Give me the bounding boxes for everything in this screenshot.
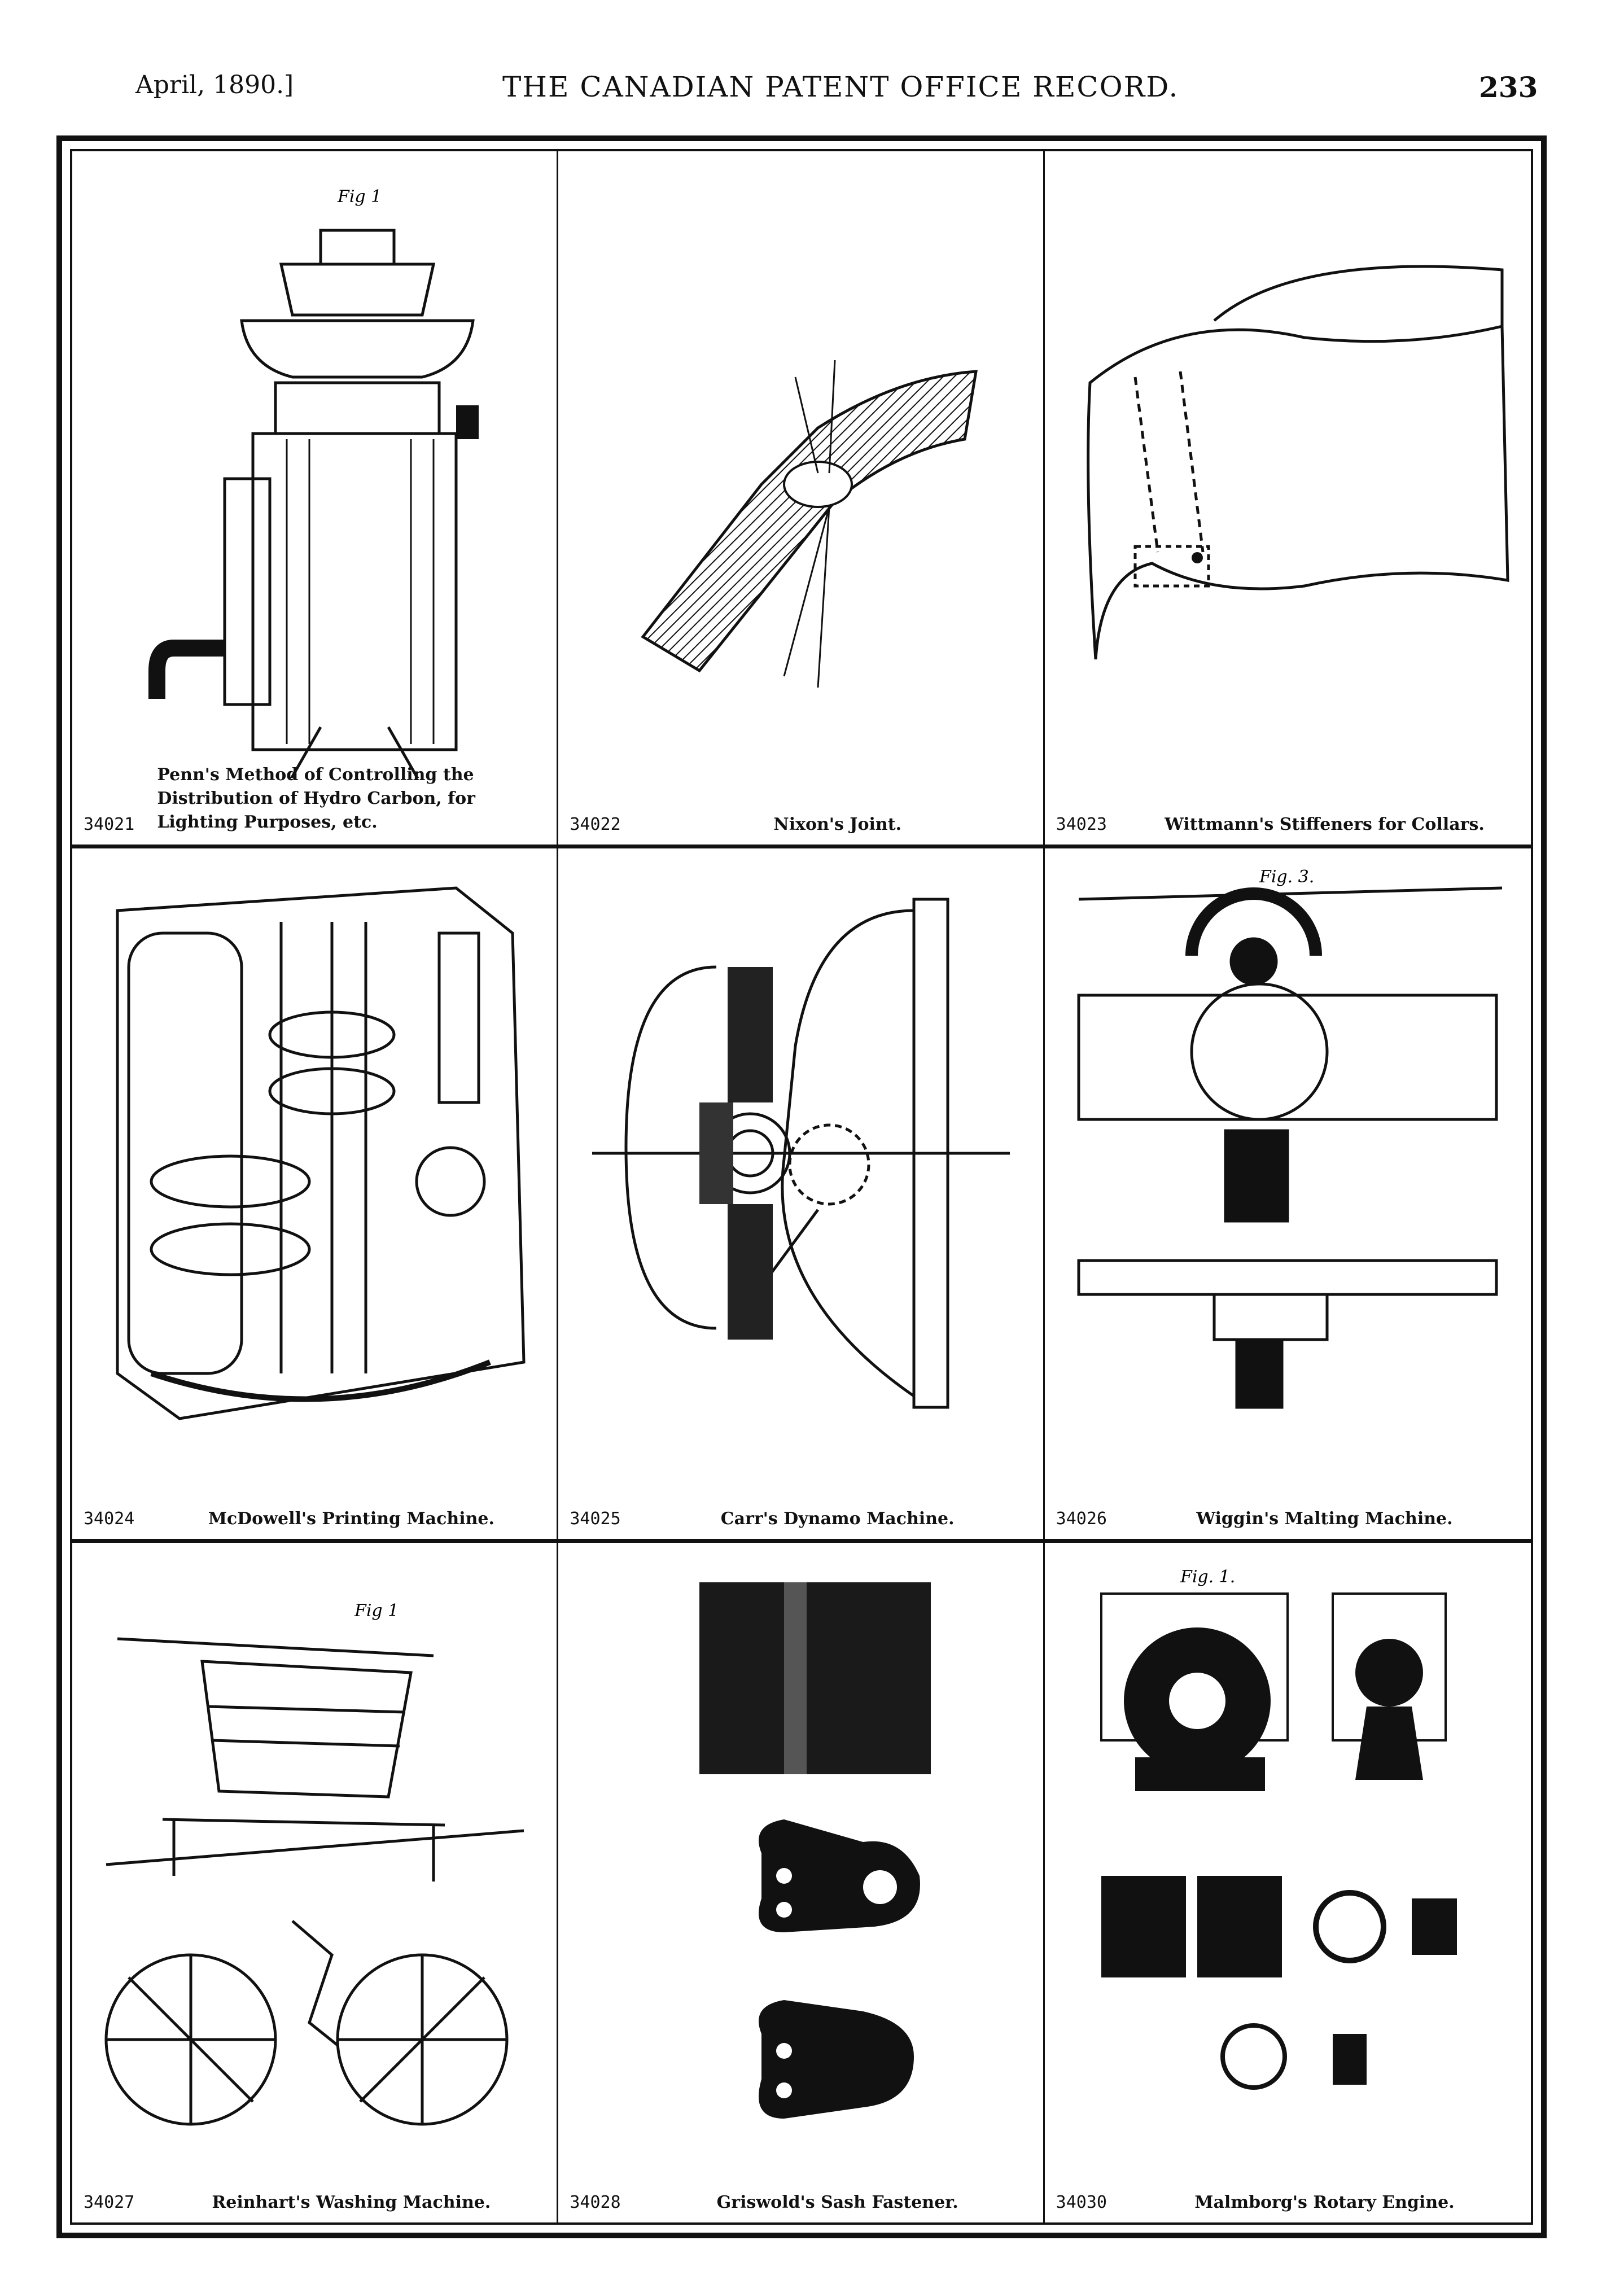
malting-machine-drawing: Fig. 3. xyxy=(1077,867,1502,1409)
patent-title: Reinhart's Washing Machine. xyxy=(212,2193,491,2212)
patent-number: 34030 xyxy=(1056,2193,1107,2212)
patent-number: 34024 xyxy=(84,1509,135,1529)
patent-title: Malmborg's Rotary Engine. xyxy=(1194,2193,1455,2212)
patent-cell: Fig. 3. 34026 Wiggin's Malting Machine. xyxy=(1044,848,1531,1543)
header-date: April, 1890.] xyxy=(135,71,294,99)
patent-title: Penn's Method of Controlling the Distrib… xyxy=(157,765,475,832)
rotary-engine-drawing: Fig. 1. xyxy=(1100,1567,1457,2090)
fig-label: Fig. 3. xyxy=(1259,867,1314,887)
patent-cell: 34025 Carr's Dynamo Machine. xyxy=(558,848,1045,1543)
patent-number: 34026 xyxy=(1056,1509,1107,1529)
sash-fastener-drawing xyxy=(699,1582,931,2119)
patent-title: Wiggin's Malting Machine. xyxy=(1196,1509,1453,1529)
patent-cell: Fig 1 34027 Reinhart's Washing Machine. xyxy=(72,1543,559,2222)
collar-drawing xyxy=(1086,265,1509,660)
fig-label: Fig 1 xyxy=(354,1601,399,1621)
joint-drawing xyxy=(641,360,978,688)
printing-machine-drawing xyxy=(116,886,526,1420)
patent-number: 34021 xyxy=(84,815,135,834)
patent-cell: Fig. 1. 34030 Malmborg's Rotary Engine. xyxy=(1045,1543,1531,2222)
patent-cell: 34022 Nixon's Joint. xyxy=(558,151,1045,848)
patent-cell: Fig 1 34021 Penn's Method of Controlling … xyxy=(72,151,559,848)
washing-machine-drawing: Fig 1 xyxy=(104,1601,524,2126)
patent-title: Griswold's Sash Fastener. xyxy=(716,2193,958,2212)
page-title: THE CANADIAN PATENT OFFICE RECORD. xyxy=(502,71,1179,103)
patent-cell: 34028 Griswold's Sash Fastener. xyxy=(558,1543,1045,2222)
patent-cell: 34024 McDowell's Printing Machine. xyxy=(72,848,559,1543)
patent-title: Wittmann's Stiffeners for Collars. xyxy=(1165,815,1485,834)
patent-plate-frame: Fig 1 34021 Penn's Method of Controlling … xyxy=(56,135,1547,2238)
fig-label: Fig. 1. xyxy=(1180,1567,1235,1587)
patent-title: Nixon's Joint. xyxy=(773,815,902,834)
patent-number: 34027 xyxy=(84,2193,135,2212)
patent-number: 34023 xyxy=(1056,815,1107,834)
patent-cell: 34023 Wittmann's Stiffeners for Collars. xyxy=(1044,151,1531,848)
patent-number: 34022 xyxy=(570,815,621,834)
fig-label: Fig 1 xyxy=(337,187,382,207)
dynamo-drawing xyxy=(592,898,1010,1409)
patent-number: 34028 xyxy=(570,2193,621,2212)
patent-number: 34025 xyxy=(570,1509,621,1529)
page-number: 233 xyxy=(1479,71,1538,104)
patent-title: Carr's Dynamo Machine. xyxy=(720,1509,955,1529)
patent-title: McDowell's Printing Machine. xyxy=(208,1509,494,1529)
lamp-burner-drawing: Fig 1 xyxy=(148,187,479,778)
